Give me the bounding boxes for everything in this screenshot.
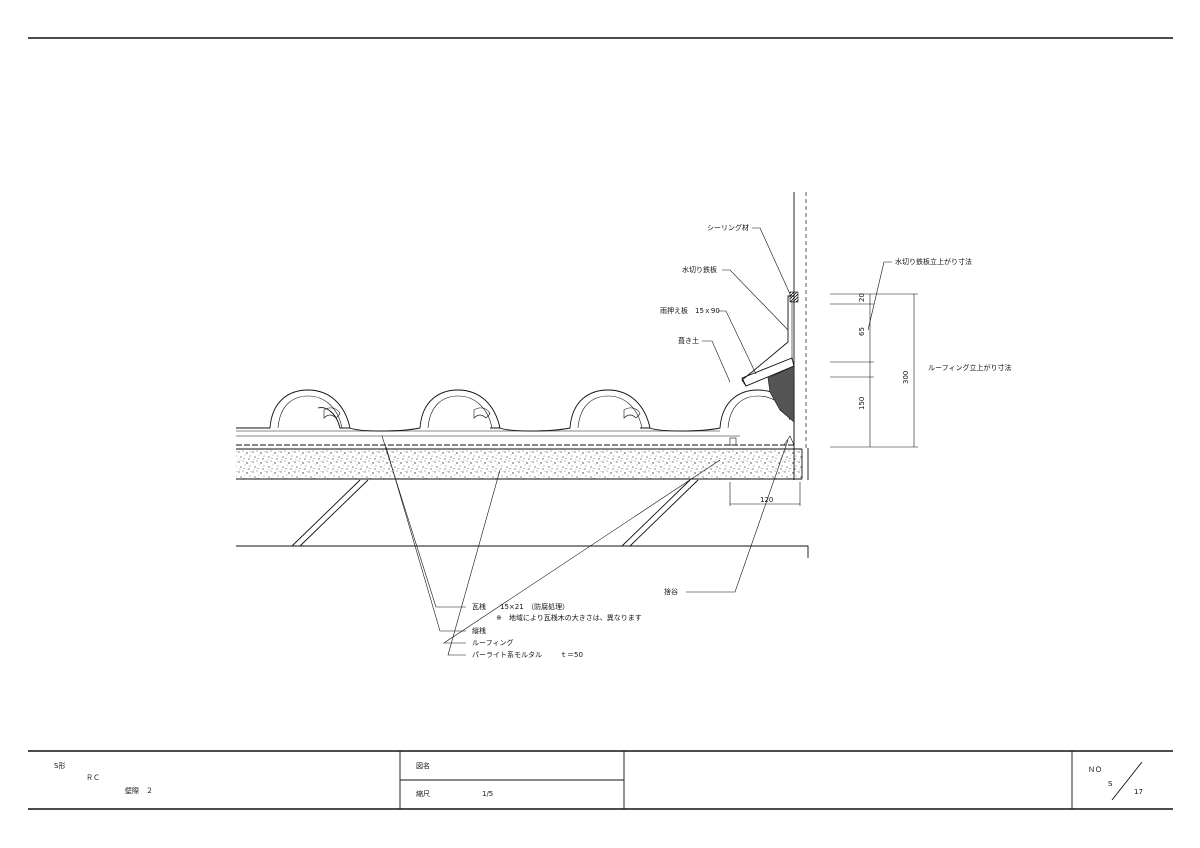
tb-series: S: [1108, 780, 1113, 788]
title-block: [28, 750, 1173, 810]
dimension-line-bottom: [729, 482, 801, 506]
tile-3-inner: [577, 395, 643, 429]
label-yokozan: 縦桟: [472, 626, 486, 635]
label-sodan: 捨谷: [664, 587, 678, 596]
label-amaosae: 雨押え板 15ｘ90: [660, 306, 720, 315]
sealing-material: [789, 291, 799, 303]
label-kirigane-dim: 水切り鉄板立上がり寸法: [895, 257, 972, 266]
dim-120: 120: [760, 496, 773, 504]
label-kirigane: 水切り鉄板: [682, 265, 717, 274]
tile-2: [349, 389, 501, 432]
tb-drawing-name-label: 図名: [416, 761, 430, 770]
dim-65: 65: [858, 327, 866, 336]
tb-type-code: S形: [54, 762, 65, 770]
support-members: [291, 479, 699, 547]
label-fukitsuchi: 葺き土: [678, 336, 699, 345]
tb-structure: ＲＣ: [86, 774, 100, 782]
tile-3-drop: [623, 407, 641, 419]
tile-2-inner: [427, 395, 493, 429]
tb-scale-value: 1/5: [482, 790, 493, 798]
label-mortar-thickness: ｔ＝50: [560, 651, 583, 659]
rc-slab-line: [236, 545, 809, 558]
label-note: ※ 地域により瓦桟木の大きさは、異なります: [496, 613, 642, 622]
label-kawarazan: 瓦桟 15×21 （防腐処理）: [472, 602, 569, 611]
tb-scale-label: 縮尺: [416, 789, 430, 798]
tile-1: [236, 389, 351, 429]
label-roofing: ルーフィング: [472, 638, 513, 647]
tb-number: 17: [1134, 788, 1143, 796]
tile-2-drop: [473, 407, 491, 419]
tile-1-drop: [323, 407, 341, 419]
tile-1-inner: [277, 395, 343, 429]
tb-no-label: ＮＯ: [1088, 766, 1102, 774]
dim-150: 150: [858, 397, 866, 410]
s-tiles: [236, 389, 795, 432]
sodan-gutter: [783, 435, 795, 446]
tile-3: [499, 389, 651, 432]
perlite-mortar-slab: [236, 449, 802, 479]
label-sealing: シーリング材: [707, 223, 749, 232]
batten-end: [729, 437, 737, 446]
dim-20: 20: [858, 293, 866, 302]
dim-300: 300: [902, 371, 910, 384]
label-mortar: パーライト系モルタル: [472, 650, 542, 659]
leader-lines: [381, 227, 892, 656]
tb-category: 壁際 ２: [125, 786, 153, 795]
dimension-lines-right: [830, 293, 918, 448]
kirigane-flashing: [741, 295, 794, 387]
roof-detail-drawing: 20 65 150 300 120 シーリング材 水切り鉄板 雨押え板 15ｘ9…: [236, 192, 1011, 659]
label-roofing-dim: ルーフィング立上がり寸法: [928, 363, 1011, 372]
no-slash: [1111, 761, 1143, 801]
